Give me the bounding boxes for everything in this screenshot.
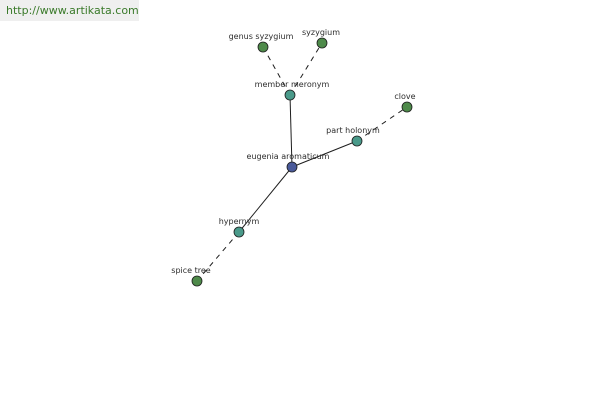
edge-center-to-member-meronym bbox=[289, 94, 293, 168]
edge-center-to-hypernym bbox=[238, 166, 293, 233]
node-circle-genus-syzygium[interactable] bbox=[257, 41, 269, 53]
edge-member-meronym-to-syzygium bbox=[289, 42, 323, 96]
node-circle-spice-tree[interactable] bbox=[191, 275, 203, 287]
site-url-watermark: http://www.artikata.com bbox=[0, 0, 139, 21]
nodes-layer: eugenia aromaticum member meronym part hol… bbox=[171, 28, 416, 287]
node-center[interactable]: eugenia aromaticum bbox=[247, 152, 330, 173]
node-label-spice-tree: spice tree bbox=[171, 266, 211, 275]
node-syzygium[interactable]: syzygium bbox=[302, 28, 340, 49]
node-label-hypernym: hypernym bbox=[219, 217, 260, 226]
node-circle-hypernym[interactable] bbox=[233, 226, 245, 238]
edges-layer bbox=[196, 42, 408, 282]
node-label-member-meronym: member meronym bbox=[255, 80, 330, 89]
node-circle-center[interactable] bbox=[286, 161, 298, 173]
node-label-genus-syzygium: genus syzygium bbox=[229, 32, 294, 41]
node-label-center: eugenia aromaticum bbox=[247, 152, 330, 161]
node-member-meronym[interactable]: member meronym bbox=[255, 80, 330, 101]
node-label-part-holonym: part holonym bbox=[326, 126, 380, 135]
node-circle-syzygium[interactable] bbox=[316, 37, 328, 49]
node-circle-member-meronym[interactable] bbox=[284, 89, 296, 101]
node-clove[interactable]: clove bbox=[394, 92, 416, 113]
node-hypernym[interactable]: hypernym bbox=[219, 217, 260, 238]
node-circle-part-holonym[interactable] bbox=[351, 135, 363, 147]
node-label-syzygium: syzygium bbox=[302, 28, 340, 37]
node-genus-syzygium[interactable]: genus syzygium bbox=[229, 32, 294, 53]
node-circle-clove[interactable] bbox=[401, 101, 413, 113]
node-label-clove: clove bbox=[394, 92, 415, 101]
edge-center-to-part-holonym bbox=[291, 140, 358, 168]
node-spice-tree[interactable]: spice tree bbox=[171, 266, 211, 287]
edge-part-holonym-to-clove bbox=[356, 106, 408, 142]
edge-hypernym-to-spice-tree bbox=[196, 231, 240, 282]
node-part-holonym[interactable]: part holonym bbox=[326, 126, 380, 147]
